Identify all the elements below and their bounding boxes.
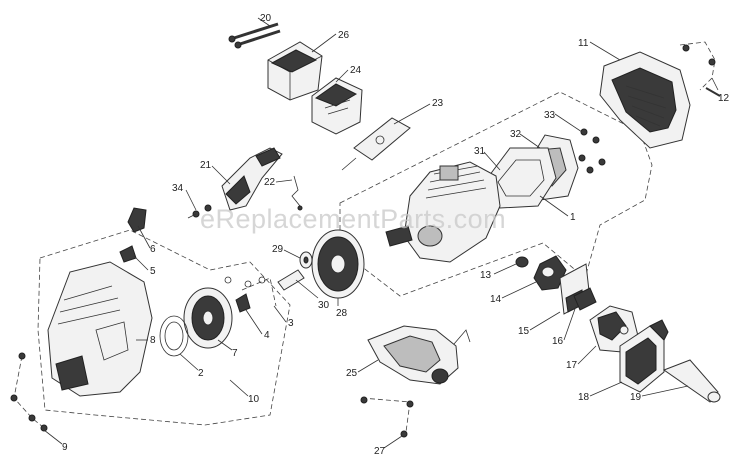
part-26-air-filter-cover — [267, 41, 323, 101]
part-18-air-box — [619, 319, 669, 393]
part-21-handle — [221, 147, 283, 211]
part-2-spring — [159, 315, 189, 357]
callout-11: 11 — [578, 38, 589, 49]
callout-22: 22 — [264, 177, 276, 188]
callout-1: 1 — [570, 212, 576, 223]
callout-14: 14 — [490, 294, 502, 305]
callout-30: 30 — [318, 300, 330, 311]
part-3-pawls — [241, 276, 277, 307]
part-6-knob — [127, 207, 147, 233]
part-14-primer — [533, 255, 567, 291]
callout-20: 20 — [260, 13, 272, 24]
part-13-grommet — [515, 256, 529, 268]
part-1-engine-block — [385, 161, 501, 263]
callout-29: 29 — [272, 244, 284, 255]
part-31-gasket — [485, 147, 557, 209]
callout-34: 34 — [172, 183, 184, 194]
callout-7: 7 — [232, 348, 238, 359]
part-9-screws — [10, 352, 48, 432]
part-23-gasket-plate — [341, 117, 411, 171]
part-30-bushing — [277, 269, 305, 291]
part-24-air-filter — [311, 77, 363, 135]
part-22-spring — [291, 175, 303, 211]
part-33-screws — [578, 128, 606, 174]
callout-15: 15 — [518, 326, 530, 337]
callout-3: 3 — [288, 318, 294, 329]
callout-numbers: 20 26 24 23 11 12 33 32 31 21 22 34 6 5 … — [62, 13, 730, 457]
callout-31: 31 — [474, 146, 486, 157]
callout-2: 2 — [198, 368, 204, 379]
callout-13: 13 — [480, 270, 492, 281]
part-16-spacer — [573, 287, 597, 311]
part-34-screws — [187, 204, 212, 219]
callout-32: 32 — [510, 129, 522, 140]
part-29-washer — [299, 251, 313, 269]
callout-24: 24 — [350, 65, 362, 76]
callout-18: 18 — [578, 392, 590, 403]
callout-26: 26 — [338, 30, 350, 41]
part-19-tube — [662, 359, 721, 403]
part-12-screws — [679, 41, 721, 97]
callout-5: 5 — [150, 266, 156, 277]
callout-19: 19 — [630, 392, 642, 403]
part-4-pawl — [224, 276, 251, 313]
part-25-fuel-tank — [367, 325, 471, 385]
watermark-text: eReplacementParts.com — [200, 204, 506, 234]
callout-28: 28 — [336, 308, 348, 319]
part-5-plug — [119, 245, 137, 263]
leader-lines — [43, 17, 719, 449]
part-7-pulley — [183, 287, 233, 349]
part-20-screws — [228, 22, 281, 49]
callout-27: 27 — [374, 446, 386, 457]
part-8-starter-housing — [47, 261, 153, 397]
part-27-screws — [360, 396, 414, 438]
callout-33: 33 — [544, 110, 556, 121]
callout-17: 17 — [566, 360, 578, 371]
callout-4: 4 — [264, 330, 270, 341]
callout-16: 16 — [552, 336, 564, 347]
callout-12: 12 — [718, 93, 730, 104]
part-17-carburetor — [589, 305, 639, 353]
callout-6: 6 — [150, 244, 156, 255]
callout-21: 21 — [200, 160, 212, 171]
engine-assembly-outline — [339, 91, 653, 297]
part-28-flywheel — [311, 229, 365, 299]
callout-9: 9 — [62, 442, 68, 453]
callout-8: 8 — [150, 335, 156, 346]
callout-23: 23 — [432, 98, 444, 109]
starter-assembly-outline — [37, 229, 291, 426]
part-11-engine-shroud — [599, 51, 691, 149]
callout-10: 10 — [248, 394, 260, 405]
callout-25: 25 — [346, 368, 358, 379]
